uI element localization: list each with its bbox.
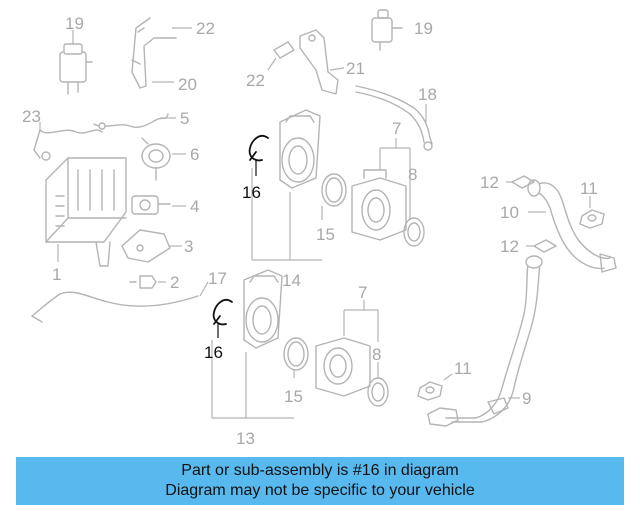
label-20: 20 [178,75,197,94]
label-10: 10 [500,203,519,222]
part-11-gasket-lower [417,373,453,401]
part-18-pipe [355,85,433,151]
part-20-bracket [131,17,192,89]
label-15-lower: 15 [284,387,303,406]
label-7-upper: 7 [392,119,401,138]
part-6-valve [141,137,186,181]
label-8-upper: 8 [408,165,417,184]
part-10-pipe [527,179,617,273]
label-17: 17 [208,269,227,288]
label-11-upper: 11 [580,179,598,198]
info-banner: Part or sub-assembly is #16 in diagram D… [16,457,624,505]
part-17-hose [31,281,209,323]
part-8-gasket-lower [367,362,389,407]
label-4: 4 [190,197,199,216]
part-3-bracket [121,229,182,263]
banner-line-2: Diagram may not be specific to your vehi… [165,482,475,499]
label-14: 14 [282,271,301,290]
part-19-left [59,30,93,95]
label-12-lower: 12 [500,237,519,256]
part-14-egr-assembly [251,109,322,261]
part-12-gasket-lower [526,239,557,253]
part-8-gasket-upper [403,217,425,247]
part-5-hose [93,113,176,130]
part-16-upper[interactable] [248,135,269,176]
part-16-lower[interactable] [212,299,233,338]
label-16-upper[interactable]: 16 [242,183,261,202]
label-23: 23 [22,107,41,126]
part-12-gasket-upper [506,175,535,189]
part-9-pipe [427,255,543,427]
part-15-gasket-upper [321,173,347,220]
part-4-valve [131,195,186,215]
label-7-lower: 7 [358,283,367,302]
label-22-left: 22 [196,19,215,38]
part-2-fitting [129,275,166,289]
label-11-lower: 11 [454,359,472,378]
label-22-right: 22 [246,71,265,90]
label-5: 5 [180,109,189,128]
part-13-egr-assembly [211,269,294,419]
label-9: 9 [522,389,531,408]
label-21: 21 [346,59,365,78]
part-19-right [371,9,403,51]
label-18: 18 [418,85,437,104]
label-6: 6 [190,145,199,164]
label-16-lower[interactable]: 16 [204,343,223,362]
label-12-upper: 12 [480,173,499,192]
label-3: 3 [184,237,193,256]
label-19-left: 19 [65,14,84,33]
part-21-bracket [267,29,345,95]
label-19-right: 19 [414,19,433,38]
label-15-upper: 15 [316,225,335,244]
label-8-lower: 8 [372,345,381,364]
banner-line-1: Part or sub-assembly is #16 in diagram [181,462,459,479]
label-2: 2 [170,273,179,292]
part-23-sensor [33,122,103,161]
part-15-gasket-lower [283,337,309,378]
label-1: 1 [52,265,61,284]
part-11-gasket-upper [579,196,605,229]
part-1-canister [45,157,127,267]
label-13: 13 [236,429,255,448]
part-7-valve-upper [351,138,411,241]
part-7-valve-lower [315,300,379,397]
